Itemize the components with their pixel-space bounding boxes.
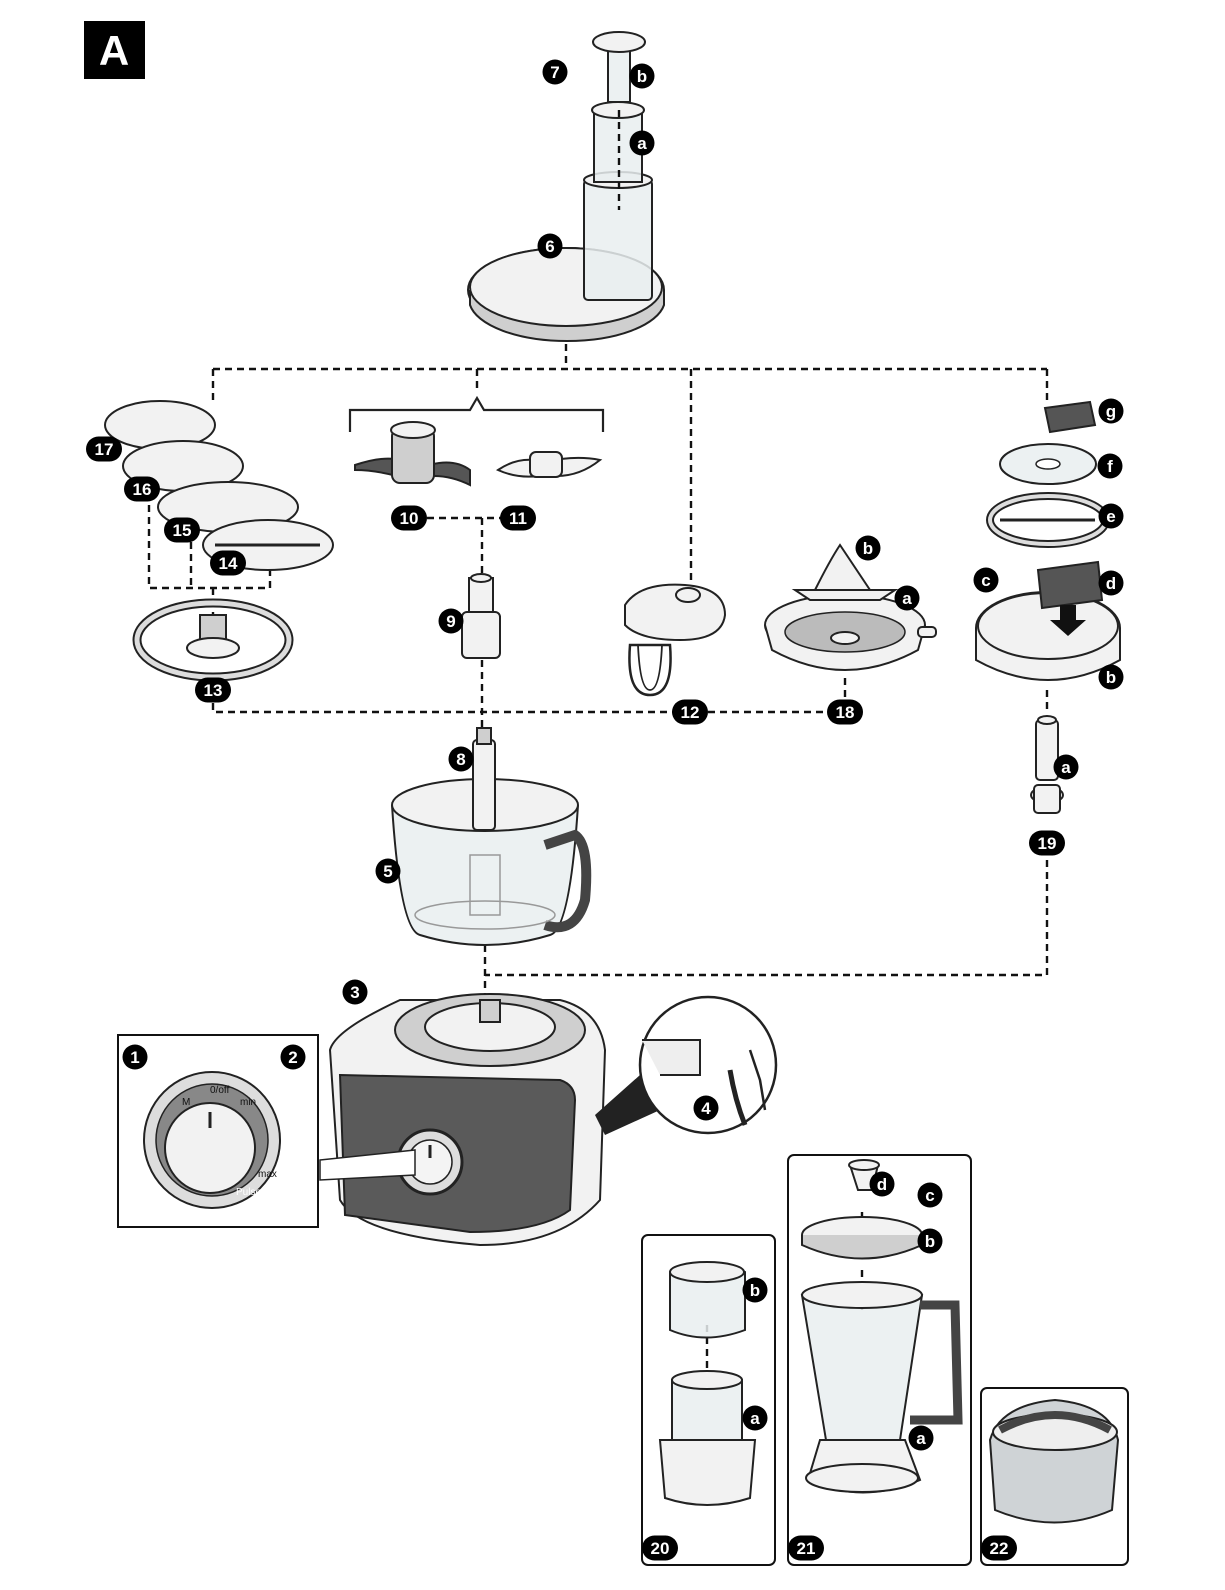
callout-text: 22 (990, 1539, 1009, 1558)
callout-cg: g (1099, 399, 1124, 424)
dial-label-min: min (240, 1097, 256, 1108)
callout-c19: 19 (1029, 831, 1065, 856)
callout-text: 13 (204, 681, 223, 700)
callout-c8: 8 (449, 747, 474, 772)
callout-c16: 16 (124, 477, 160, 502)
callout-text: 17 (95, 440, 114, 459)
callout-text: 18 (836, 703, 855, 722)
callout-c21a: a (909, 1426, 934, 1451)
callout-c21b: b (918, 1229, 943, 1254)
dicing-attachment (976, 402, 1120, 680)
blade-group-bracket (350, 398, 603, 432)
bowl-drive-shaft (473, 728, 495, 830)
callout-text: b (750, 1281, 760, 1300)
callout-c18a: a (895, 586, 920, 611)
callout-text: a (1061, 758, 1071, 777)
figure-letter-box: A (84, 21, 145, 79)
callout-text: 3 (350, 983, 359, 1002)
callout-text: 9 (446, 612, 455, 631)
callout-text: b (1106, 668, 1116, 687)
callout-ce: e (1099, 504, 1124, 529)
callout-text: 2 (288, 1048, 297, 1067)
lid-with-feed-tube (468, 172, 664, 341)
callout-text: 15 (173, 521, 192, 540)
dial-label-pulse: Pulse (236, 1187, 261, 1198)
callout-text: 1 (130, 1048, 139, 1067)
callout-c21: 21 (788, 1536, 824, 1561)
callout-c2: 2 (281, 1045, 306, 1070)
callout-text: a (637, 134, 647, 153)
callout-c19a: a (1054, 755, 1079, 780)
callout-text: 10 (400, 509, 419, 528)
dough-knife (498, 452, 600, 477)
callout-text: 11 (509, 509, 527, 528)
callout-c11: 11 (500, 506, 536, 531)
callout-c5: 5 (376, 859, 401, 884)
callout-c21d: d (870, 1172, 895, 1197)
callout-text: 20 (651, 1539, 670, 1558)
universal-knife (355, 422, 470, 485)
callout-cb: b (1099, 665, 1124, 690)
callout-text: d (1106, 574, 1116, 593)
callout-c15: 15 (164, 518, 200, 543)
callout-c7b: b (630, 64, 655, 89)
callout-text: d (877, 1175, 887, 1194)
dial-label-off: 0/off (210, 1085, 229, 1096)
callout-text: c (925, 1186, 934, 1205)
callout-text: b (925, 1232, 935, 1251)
callout-c10: 10 (391, 506, 427, 531)
callout-text: g (1106, 402, 1116, 421)
callout-c1: 1 (123, 1045, 148, 1070)
callout-c14: 14 (210, 551, 246, 576)
connection-lines (149, 332, 1047, 1370)
callout-c18: 18 (827, 700, 863, 725)
callout-cc: c (974, 568, 999, 593)
callout-text: 19 (1038, 834, 1057, 853)
callout-text: a (750, 1409, 760, 1428)
callout-text: 5 (383, 862, 392, 881)
callout-text: 4 (701, 1099, 711, 1118)
callout-text: e (1106, 507, 1115, 526)
callout-c12: 12 (672, 700, 708, 725)
callout-cf: f (1098, 454, 1123, 479)
callout-c18b: b (856, 536, 881, 561)
callout-text: b (637, 67, 647, 86)
callout-text: 14 (219, 554, 238, 573)
callout-text: a (902, 589, 912, 608)
dial-label-max: max (258, 1169, 277, 1180)
callout-c20: 20 (642, 1536, 678, 1561)
callout-c6: 6 (538, 234, 563, 259)
callout-c3: 3 (343, 980, 368, 1005)
callout-c4: 4 (694, 1096, 719, 1121)
drive-shaft (462, 574, 500, 658)
callout-text: 12 (681, 703, 700, 722)
callout-c21c: c (918, 1183, 943, 1208)
callout-text: 16 (133, 480, 152, 499)
callout-text: 21 (797, 1539, 816, 1558)
callout-c20a: a (743, 1406, 768, 1431)
callout-c7: 7 (543, 60, 568, 85)
callout-text: f (1107, 457, 1113, 476)
callout-text: b (863, 539, 873, 558)
callout-c22: 22 (981, 1536, 1017, 1561)
callout-c7a: a (630, 131, 655, 156)
callout-cd: d (1099, 571, 1124, 596)
whisk-attachment (625, 585, 725, 695)
callout-c13: 13 (195, 678, 231, 703)
callout-c20b: b (743, 1278, 768, 1303)
callout-text: 6 (545, 237, 554, 256)
base-unit (330, 994, 605, 1245)
callout-text: 8 (456, 750, 465, 769)
callout-text: c (981, 571, 990, 590)
callout-c9: 9 (439, 609, 464, 634)
blender-box (788, 1155, 971, 1565)
dial-label-m: M (182, 1097, 190, 1108)
disc-carrier (137, 603, 289, 677)
callout-text: 7 (550, 63, 559, 82)
callout-c17: 17 (86, 437, 122, 462)
callout-text: a (916, 1429, 926, 1448)
figure-letter: A (99, 27, 129, 74)
